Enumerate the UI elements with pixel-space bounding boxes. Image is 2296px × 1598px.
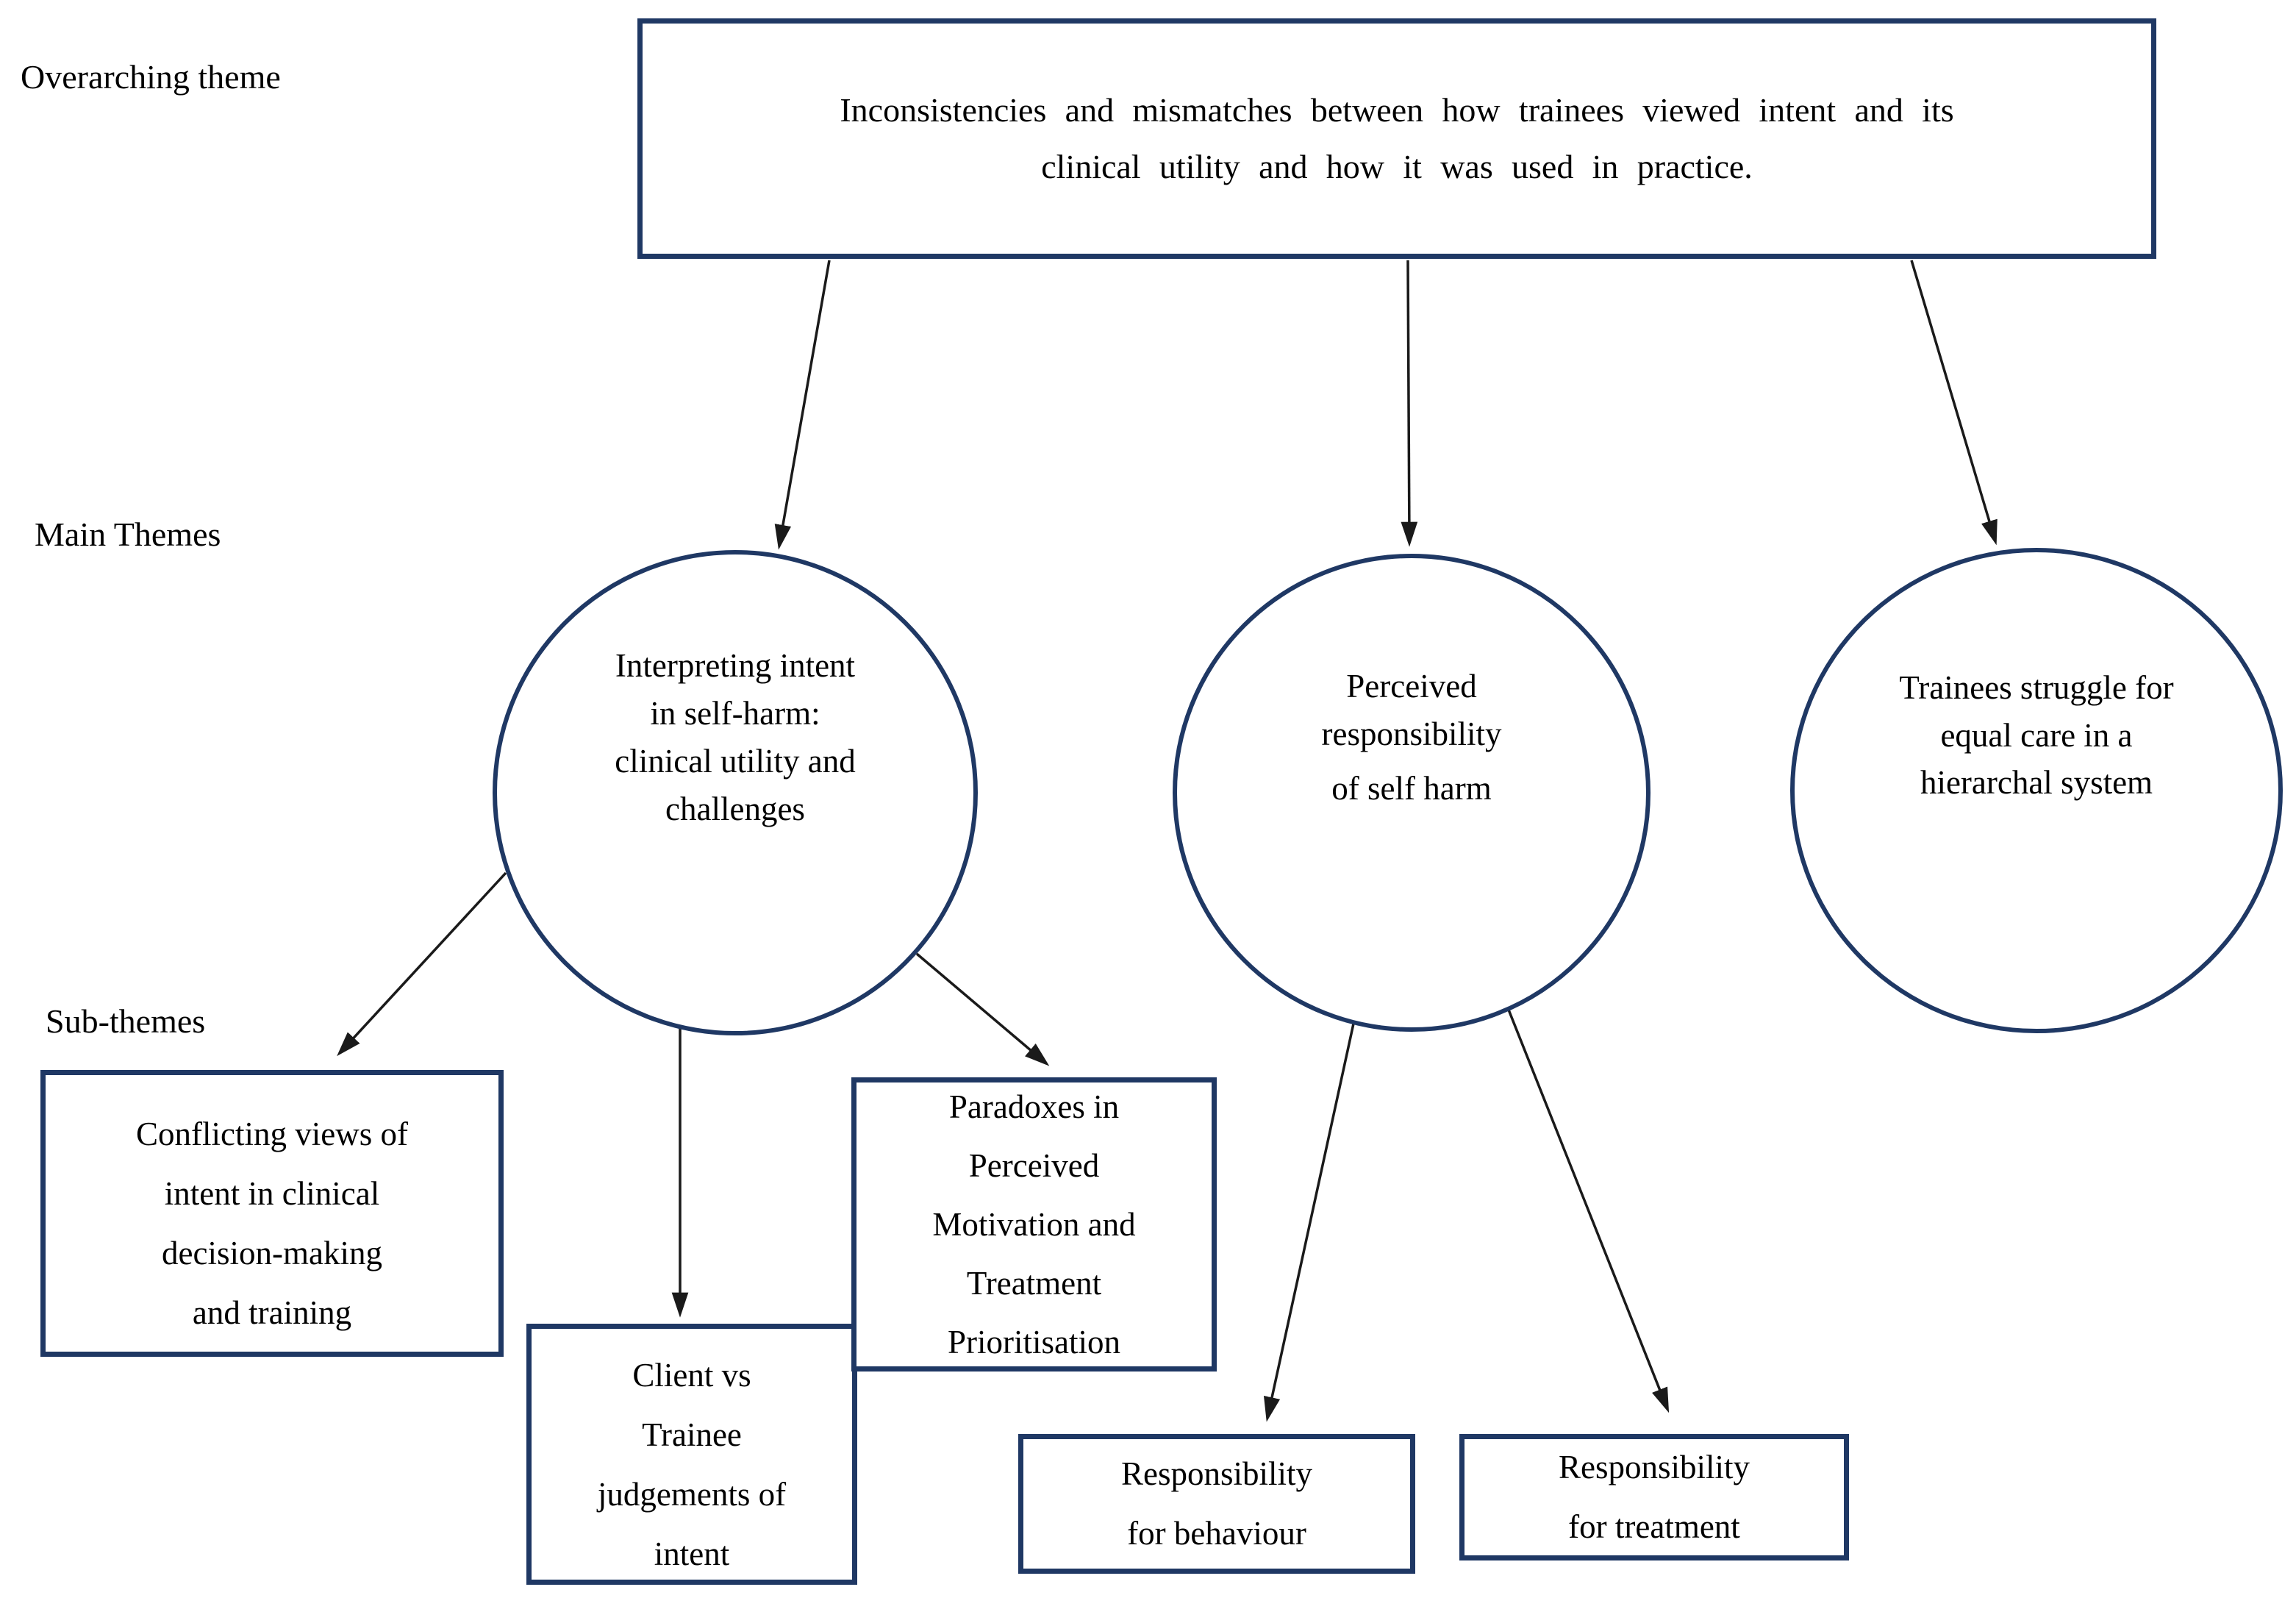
subtheme-text-line: for behaviour xyxy=(1127,1515,1306,1552)
label-sub-themes: Sub-themes xyxy=(46,1002,205,1041)
main-theme-circle-trainees-struggle: Trainees struggle for equal care in a hi… xyxy=(1790,548,2283,1033)
subtheme-text-line: Trainee xyxy=(642,1416,742,1453)
subtheme-text-line: Perceived xyxy=(968,1146,1100,1184)
arrow-interpreting-to-paradoxes xyxy=(915,952,1050,1066)
subtheme-box-client-vs-trainee: Client vs Trainee judgements of intent xyxy=(526,1324,857,1585)
subtheme-text-line: Responsibility xyxy=(1558,1449,1750,1485)
subtheme-text-line: Client vs xyxy=(632,1356,751,1394)
circle-text-line: of self harm xyxy=(1331,770,1492,807)
arrow-overarching-to-trainees-struggle xyxy=(1910,260,1998,546)
overarching-theme-line: Inconsistencies and mismatches between h… xyxy=(840,91,1954,129)
circle-text-line: equal care in a xyxy=(1940,716,2133,754)
circle-text-line: clinical utility and xyxy=(615,743,856,780)
subtheme-text-line: Responsibility xyxy=(1120,1455,1313,1492)
label-overarching-theme: Overarching theme xyxy=(21,57,281,96)
arrow-responsibility-to-behaviour xyxy=(1263,999,1360,1422)
main-theme-circle-interpreting-intent: Interpreting intent in self-harm: clinic… xyxy=(493,550,978,1035)
subtheme-text-line: Motivation and xyxy=(932,1205,1136,1243)
main-theme-circle-perceived-responsibility: Perceived responsibility of self harm xyxy=(1173,554,1651,1032)
arrow-overarching-to-interpreting-intent xyxy=(774,260,831,550)
arrow-responsibility-to-treatment xyxy=(1500,991,1670,1413)
subtheme-text-line: and training xyxy=(192,1294,352,1331)
subtheme-text-line: intent in clinical xyxy=(164,1175,380,1212)
subtheme-text-line: Treatment xyxy=(966,1265,1102,1302)
circle-text-line: challenges xyxy=(665,790,805,827)
overarching-theme-line: clinical utility and how it was used in … xyxy=(1041,147,1753,185)
circle-text-line: hierarchal system xyxy=(1920,764,2153,802)
subtheme-text-line: Conflicting views of xyxy=(136,1116,408,1152)
subtheme-text-line: Paradoxes in xyxy=(948,1088,1120,1125)
subtheme-box-responsibility-treatment: Responsibility for treatment xyxy=(1459,1434,1849,1560)
circle-text-line: Interpreting intent xyxy=(615,647,856,685)
subtheme-text-line: Prioritisation xyxy=(948,1324,1120,1361)
subtheme-box-responsibility-behaviour: Responsibility for behaviour xyxy=(1018,1434,1415,1574)
circle-text-line: responsibility xyxy=(1321,715,1502,752)
subtheme-box-conflicting-views: Conflicting views of intent in clinical … xyxy=(40,1070,504,1357)
arrow-overarching-to-perceived-responsibility xyxy=(1401,260,1418,547)
label-text: Overarching theme xyxy=(21,58,281,96)
circle-text-line: Perceived xyxy=(1346,667,1477,705)
label-main-themes: Main Themes xyxy=(35,515,221,554)
label-text: Main Themes xyxy=(35,516,221,553)
subtheme-text-line: decision-making xyxy=(162,1235,382,1271)
circle-text-line: Trainees struggle for xyxy=(1899,668,2174,706)
subtheme-text-line: judgements of xyxy=(597,1475,787,1513)
subtheme-text-line: for treatment xyxy=(1568,1508,1740,1545)
label-text: Sub-themes xyxy=(46,1002,206,1040)
overarching-theme-box: Inconsistencies and mismatches between h… xyxy=(637,18,2156,259)
subtheme-box-paradoxes: Paradoxes in Perceived Motivation and Tr… xyxy=(851,1077,1217,1372)
subtheme-text-line: intent xyxy=(654,1535,730,1572)
arrow-interpreting-to-conflicting-views xyxy=(337,871,507,1057)
circle-text-line: in self-harm: xyxy=(650,695,820,732)
